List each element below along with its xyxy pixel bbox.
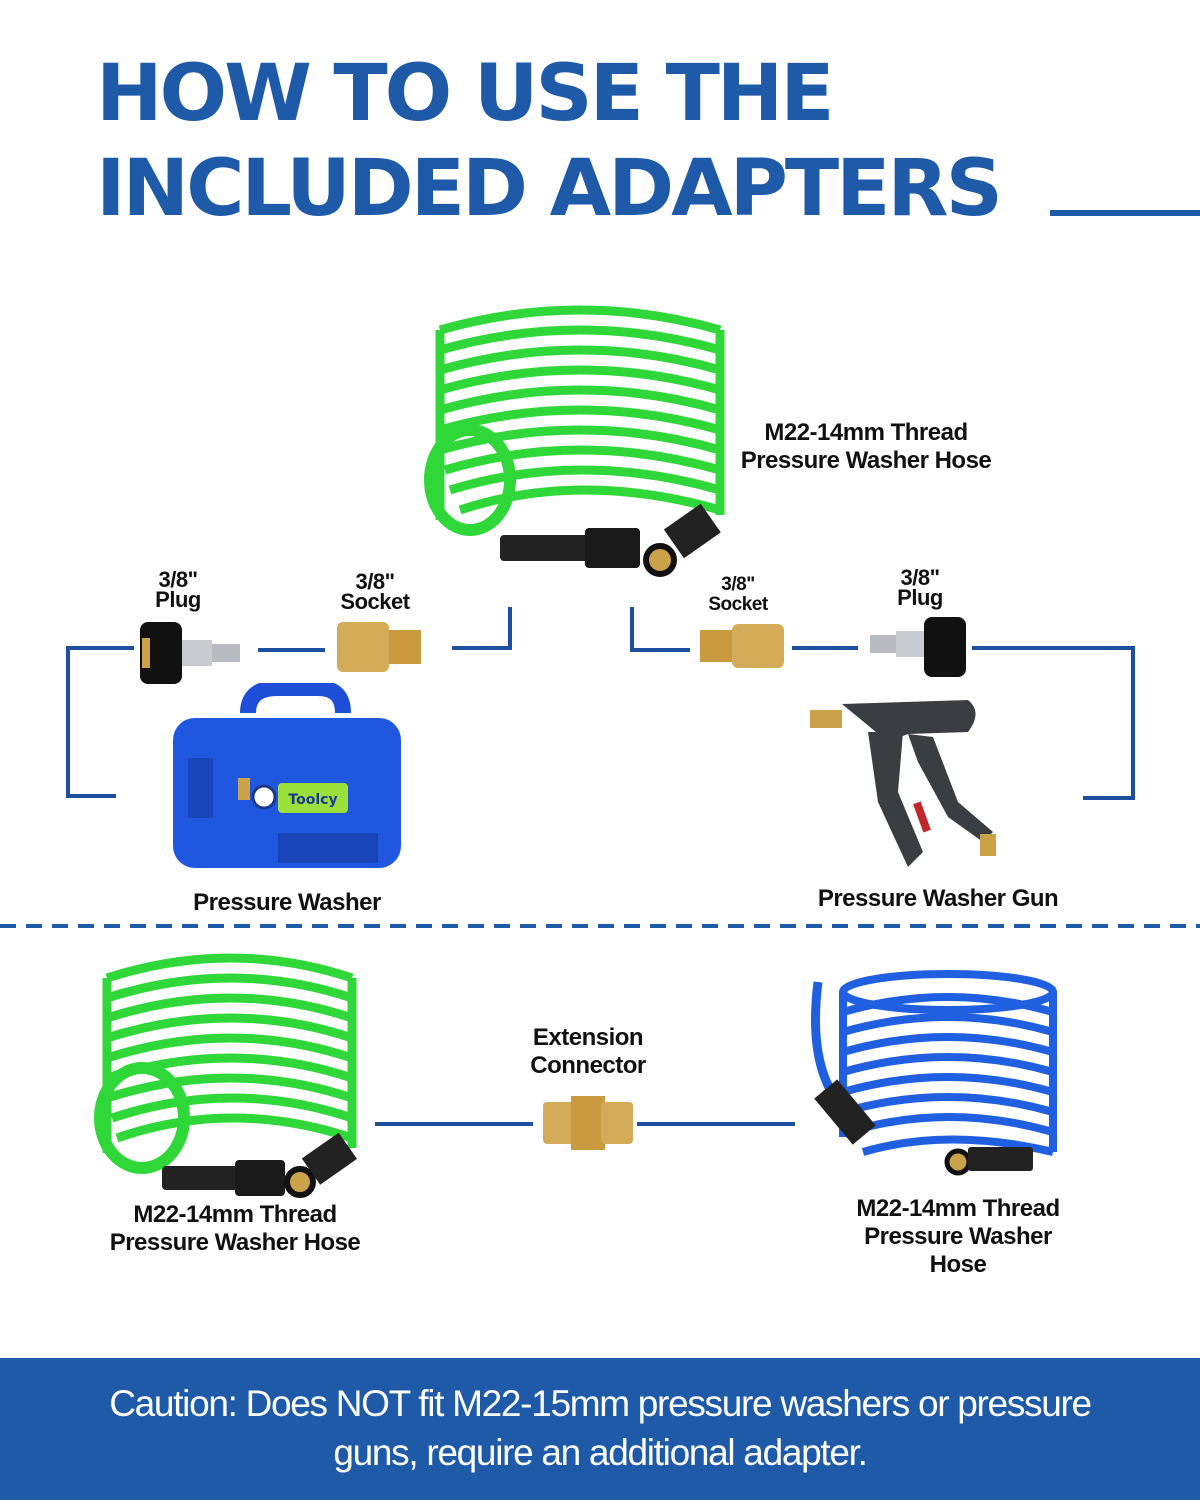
connector-line xyxy=(66,794,116,798)
left-socket-type: Socket xyxy=(340,589,410,614)
caution-line-1: Caution: Does NOT fit M22-15mm pressure … xyxy=(109,1383,1092,1424)
connector-line xyxy=(630,648,690,652)
extension-label-line2: Connector xyxy=(530,1052,646,1079)
right-socket-size: 3/8" xyxy=(721,574,755,595)
green-hose-top-image xyxy=(424,305,725,577)
connector-line xyxy=(792,646,858,650)
top-hose-label-line2: Pressure Washer Hose xyxy=(740,447,992,474)
right-plug-type: Plug xyxy=(897,585,943,610)
gun-label: Pressure Washer Gun xyxy=(817,885,1059,912)
caution-banner: Caution: Does NOT fit M22-15mm pressure … xyxy=(0,1358,1200,1500)
toolcy-logo: Toolcy xyxy=(288,792,337,808)
connector-line xyxy=(972,646,1135,650)
left-plug-type: Plug xyxy=(155,587,201,612)
top-hose-label-line1: M22-14mm Thread xyxy=(764,419,968,446)
bottom-left-hose-label-line2: Pressure Washer Hose xyxy=(109,1229,361,1256)
extension-label-line1: Extension xyxy=(532,1024,644,1051)
connector-line xyxy=(508,607,512,650)
right-plug-label: 3/8"Plug xyxy=(897,565,943,610)
connector-line xyxy=(1083,796,1135,800)
bottom-left-hose-label: M22-14mm Thread Pressure Washer Hose xyxy=(110,1201,361,1257)
connector-line xyxy=(630,607,634,652)
left-socket-size: 3/8" xyxy=(355,569,395,594)
left-plug-size: 3/8" xyxy=(158,567,198,592)
right-socket-label: 3/8"Socket xyxy=(708,574,768,615)
bottom-right-hose-label-line2: Pressure Washer Hose xyxy=(864,1223,1052,1278)
left-socket-label: 3/8"Socket xyxy=(340,569,410,614)
title-rule xyxy=(1050,210,1200,216)
title-line-2: INCLUDED ADAPTERS xyxy=(96,144,1003,234)
connector-line xyxy=(258,648,325,652)
bottom-right-hose-label: M22-14mm Thread Pressure Washer Hose xyxy=(837,1195,1079,1279)
left-socket-image xyxy=(337,622,421,672)
title-line-1: HOW TO USE THE xyxy=(96,49,835,139)
pressure-washer-label: Pressure Washer xyxy=(193,889,381,916)
connector-line xyxy=(66,646,70,798)
pressure-washer-gun-image xyxy=(810,700,996,867)
right-socket-type: Socket xyxy=(708,594,768,615)
caution-line-2: guns, require an additional adapter. xyxy=(333,1432,868,1473)
connector-line xyxy=(1131,646,1135,800)
extension-connector-label: Extension Connector xyxy=(530,1024,646,1080)
bottom-left-hose-label-line1: M22-14mm Thread xyxy=(133,1201,337,1228)
connector-line xyxy=(637,1122,795,1126)
dashed-divider xyxy=(0,924,1200,928)
right-plug-size: 3/8" xyxy=(900,565,940,590)
blue-hose-image xyxy=(811,970,1057,1176)
bottom-right-hose-label-line1: M22-14mm Thread xyxy=(856,1195,1060,1222)
left-plug-image xyxy=(140,622,240,684)
left-plug-label: 3/8"Plug xyxy=(155,567,201,612)
pressure-washer-image: Toolcy xyxy=(173,683,401,868)
connector-line xyxy=(452,646,512,650)
connector-line xyxy=(375,1122,533,1126)
right-plug-image xyxy=(870,617,966,677)
top-hose-label: M22-14mm Thread Pressure Washer Hose xyxy=(741,419,992,475)
right-socket-image xyxy=(700,624,784,668)
green-hose-bottom-image xyxy=(94,953,358,1198)
extension-connector-image xyxy=(543,1096,633,1150)
connector-line xyxy=(66,646,134,650)
